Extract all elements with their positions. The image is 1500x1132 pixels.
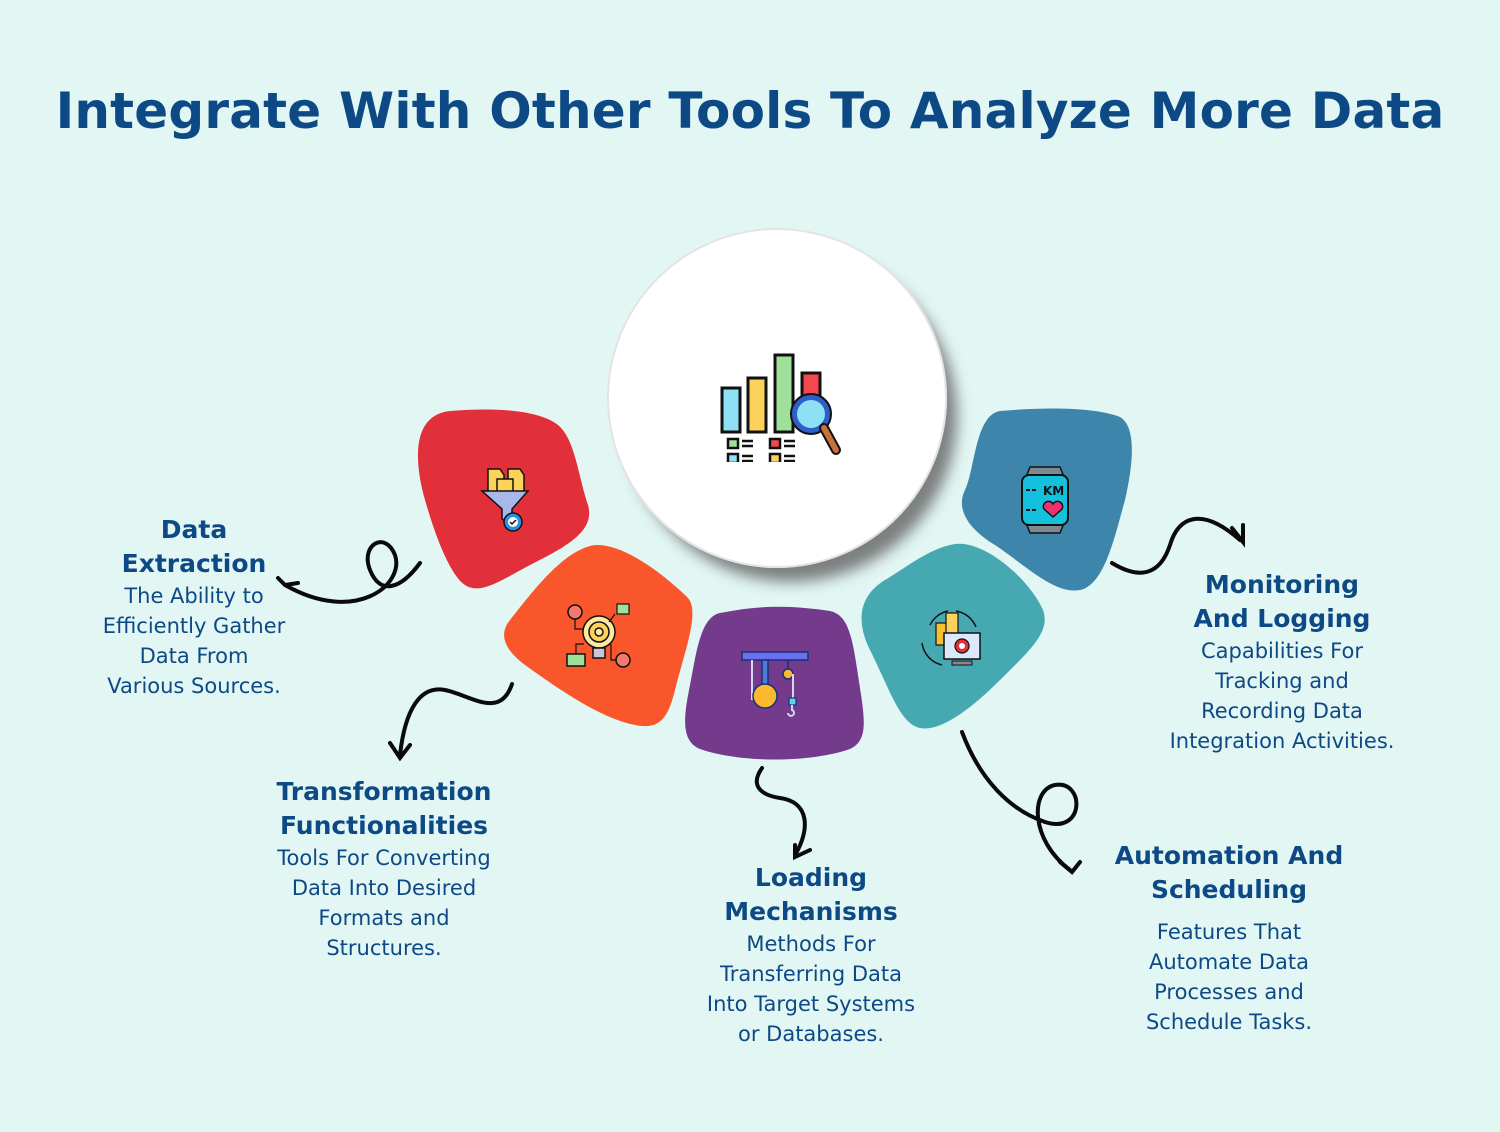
monitoring-heading-1: Monitoring: [1204, 570, 1360, 599]
smartwatch-km-heart-icon: KM: [1021, 466, 1069, 534]
loading-desc-2: Transferring Data: [720, 962, 902, 986]
extraction-label: Data Extraction The Ability to Efficient…: [74, 513, 314, 701]
automation-label: Automation And Scheduling Features That …: [1090, 839, 1368, 1037]
extraction-heading-1: Data: [160, 515, 228, 544]
loading-desc-4: or Databases.: [738, 1022, 884, 1046]
transformation-desc-2: Data Into Desired: [291, 876, 477, 900]
loading-heading-1: Loading: [754, 863, 868, 892]
automation-heading-2: Scheduling: [1150, 875, 1308, 904]
loading-desc-1: Methods For: [746, 932, 876, 956]
monitoring-desc-1: Capabilities For: [1201, 639, 1363, 663]
monitoring-desc-2: Tracking and: [1215, 669, 1349, 693]
loading-desc-3: Into Target Systems: [706, 992, 916, 1016]
loading-heading-2: Mechanisms: [724, 897, 898, 926]
funnel-gear-icon: [480, 468, 530, 532]
transformation-heading-1: Transformation: [276, 777, 492, 806]
extraction-desc-4: Various Sources.: [107, 674, 281, 698]
monitoring-desc-4: Integration Activities.: [1169, 729, 1395, 753]
loading-blob: [685, 606, 864, 760]
monitoring-heading-2: And Logging: [1193, 604, 1371, 633]
automation-computer-gear-icon: [921, 610, 981, 666]
automation-desc-3: Processes and: [1154, 980, 1304, 1004]
transformation-desc-1: Tools For Converting: [277, 846, 491, 870]
extraction-heading-2: Extraction: [121, 549, 267, 578]
loading-label: Loading Mechanisms Methods For Transferr…: [670, 861, 952, 1049]
svg-text:KM: KM: [1043, 484, 1064, 498]
lightbulb-gear-icon: [566, 603, 631, 668]
pulley-crane-icon: [741, 651, 809, 717]
page-title: Integrate With Other Tools To Analyze Mo…: [55, 82, 1445, 140]
bar-chart-magnifier-icon: [720, 353, 841, 462]
transformation-desc-4: Structures.: [326, 936, 442, 960]
extraction-desc-3: Data From: [139, 644, 249, 668]
transformation-desc-3: Formats and: [318, 906, 450, 930]
monitoring-label: Monitoring And Logging Capabilities For …: [1140, 568, 1424, 756]
extraction-desc-2: Efficiently Gather: [102, 614, 286, 638]
automation-desc-1: Features That: [1156, 920, 1302, 944]
monitoring-desc-3: Recording Data: [1201, 699, 1363, 723]
automation-heading-1: Automation And: [1114, 841, 1344, 870]
transformation-heading-2: Functionalities: [279, 811, 489, 840]
automation-desc-4: Schedule Tasks.: [1145, 1010, 1313, 1034]
automation-desc-2: Automate Data: [1148, 950, 1310, 974]
transformation-label: Transformation Functionalities Tools For…: [244, 775, 524, 963]
extraction-desc-1: The Ability to: [124, 584, 264, 608]
